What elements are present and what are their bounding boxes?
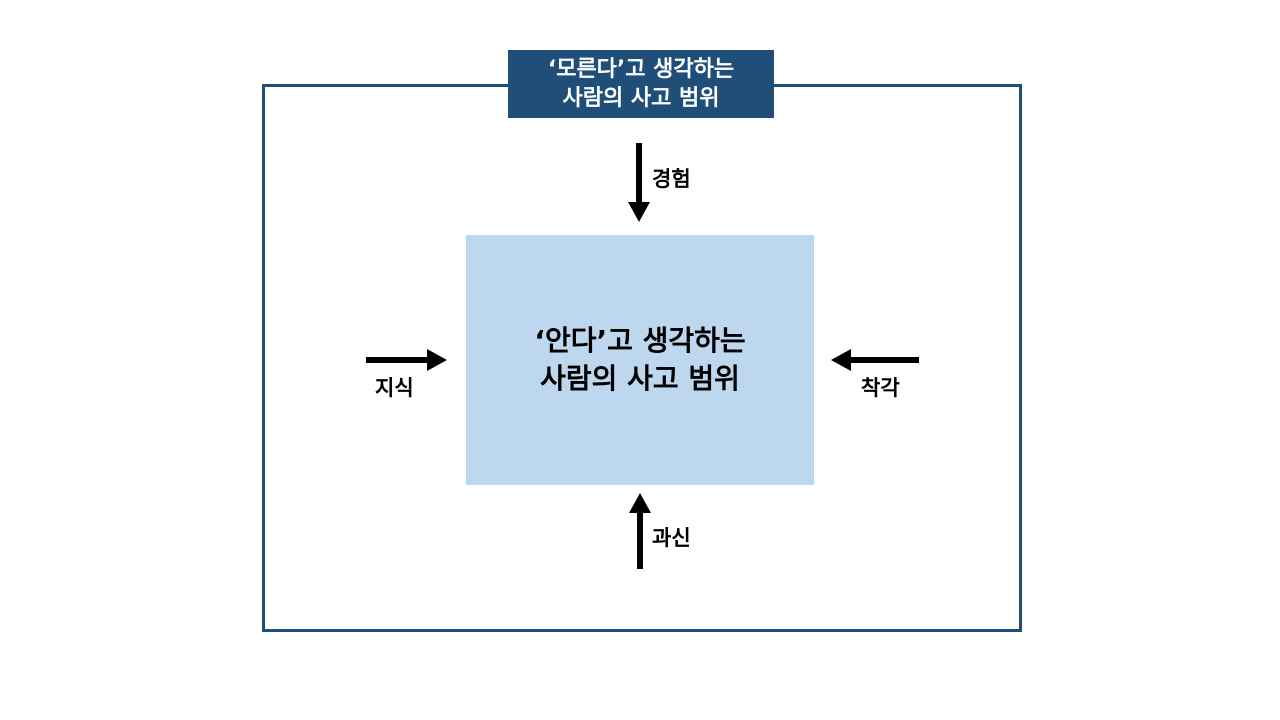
inner-range-box: ‘안다’고 생각하는 사람의 사고 범위 [466, 235, 814, 485]
inner-title-line-1: ‘안다’고 생각하는 [534, 324, 746, 357]
inner-title-line-2: 사람의 사고 범위 [540, 362, 740, 395]
force-label-illusion: 착각 [861, 376, 900, 400]
arrow-left-right-icon [366, 349, 447, 371]
arrow-right-left-icon [831, 349, 919, 371]
force-label-overconfidence: 과신 [652, 526, 691, 550]
force-label-experience: 경험 [652, 167, 691, 191]
outer-title-line-1: ‘모른다’고 생각하는 [547, 57, 735, 82]
arrow-bottom-up-icon [629, 493, 651, 569]
outer-range-title: ‘모른다’고 생각하는 사람의 사고 범위 [508, 50, 774, 118]
force-label-knowledge: 지식 [375, 376, 414, 400]
outer-title-line-2: 사람의 사고 범위 [562, 86, 720, 111]
arrow-top-down-icon [628, 143, 650, 222]
